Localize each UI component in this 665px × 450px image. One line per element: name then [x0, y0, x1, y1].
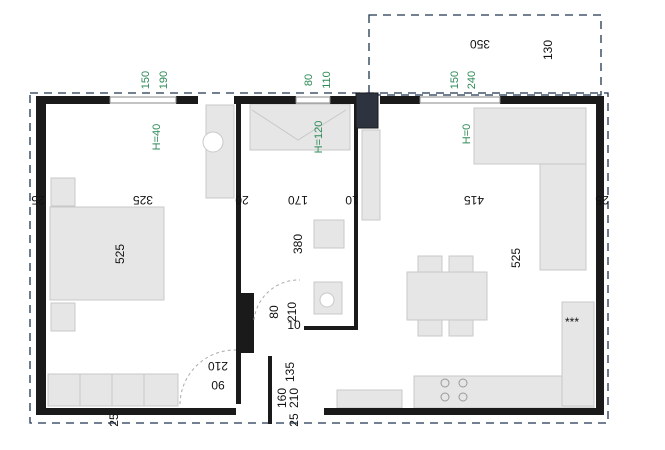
entry-recess-label: 135 — [283, 362, 297, 382]
shower-tray — [361, 129, 381, 221]
bathtub — [249, 103, 351, 151]
bathroom-width-label: 170 — [288, 193, 308, 207]
closet-dividers — [79, 374, 145, 406]
bedroom-window-width: 150 — [140, 71, 152, 89]
bath-window-height: 110 — [321, 71, 333, 89]
washing-machine — [313, 219, 345, 249]
bath-door-width: 80 — [267, 305, 281, 319]
windows — [109, 96, 501, 104]
living-width-label: 415 — [464, 193, 484, 207]
bedroom-length-label: 525 — [113, 244, 127, 264]
kitchen-counter-side — [561, 301, 595, 407]
cooktop-symbol: *** — [565, 315, 579, 329]
ventilation-shaft — [355, 92, 379, 129]
bedroom-door-width: 90 — [211, 378, 225, 392]
bath-door-wall: 10 — [287, 318, 301, 332]
bedroom-closet — [47, 373, 179, 407]
entry-door-height: 210 — [287, 388, 301, 408]
bedroom-wardrobe — [202, 104, 235, 199]
living-window-width: 150 — [449, 71, 461, 89]
bottom-wall-mid-thickness: 25 — [287, 413, 301, 427]
dining-table — [406, 255, 488, 337]
bedroom-width-label: 325 — [133, 193, 153, 207]
living-sill-height: H=0 — [461, 124, 473, 145]
balcony-width-label: 350 — [470, 37, 490, 51]
bed — [49, 177, 165, 332]
bedroom-sill-height: H=40 — [151, 124, 163, 151]
bathroom-wall-right: 10 — [345, 193, 359, 207]
bathroom-wall-left: 20 — [235, 193, 249, 207]
bathroom-length-label: 380 — [291, 234, 305, 254]
hall-cabinet — [336, 389, 403, 409]
living-length-label: 525 — [509, 248, 523, 268]
bottom-wall-left-thickness: 25 — [107, 413, 121, 427]
right-wall-thickness: 25 — [595, 193, 609, 207]
entry-door-width: 160 — [275, 388, 289, 408]
exterior-dashed-outline — [29, 14, 609, 424]
left-wall-thickness: 25 — [31, 193, 45, 207]
bath-door-height: 210 — [285, 302, 299, 322]
walls — [36, 96, 604, 424]
living-window-height: 240 — [466, 71, 478, 89]
cooktop — [440, 378, 468, 402]
sofa-chaise — [539, 163, 587, 271]
bath-window-width: 80 — [303, 74, 315, 86]
bedroom-door-height: 210 — [208, 359, 228, 373]
bedroom-window-height: 190 — [158, 71, 170, 89]
door-swings — [179, 279, 301, 405]
bath-sill-height: H=120 — [313, 121, 325, 154]
toilet — [313, 281, 343, 315]
sofa — [473, 107, 587, 165]
balcony-depth-label: 130 — [541, 40, 555, 60]
